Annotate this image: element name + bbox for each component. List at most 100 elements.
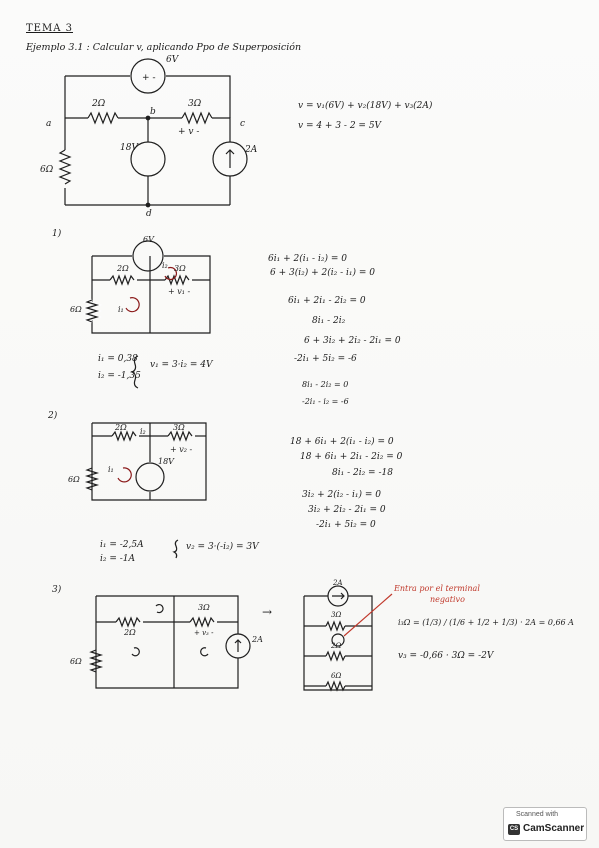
eq-line: 18 + 6i₁ + 2(i₁ - i₂) = 0 [290,437,394,447]
voltage-source-18v [130,141,166,177]
label-2a: 2A [245,145,258,155]
voltage-source-18v [135,462,165,492]
label-2ohm: 2Ω [115,423,127,432]
current-source-2a [212,141,248,177]
label-6v: 6V [143,235,154,244]
label-2a: 2A [333,579,343,587]
main-circuit: + - [58,58,248,208]
circuit-part-1 [81,240,211,334]
voltmeter-v3 [331,633,345,647]
resistor-6ohm [325,680,346,692]
annotation-arrow [343,593,393,637]
label-6ohm: 6Ω [331,672,342,680]
superposition-result: v = 4 + 3 - 2 = 5V [298,121,382,131]
result-i2: i₂ = -1A [100,554,136,564]
eq-line: 6i₁ + 2(i₁ - i₂) = 0 [268,254,347,264]
resistor-6ohm [84,467,100,491]
result-brace [172,539,179,559]
node-c: c [240,119,246,129]
resistor-3ohm [164,274,190,286]
label-i2: i₂ [140,427,146,436]
equivalence-arrow: → [262,605,273,619]
resistor-6ohm [84,299,100,323]
resistor-3ohm [325,620,346,632]
part-3-number: 3) [52,585,62,595]
note-negative: negativo [430,595,465,604]
resistor-6ohm [88,649,104,673]
superposition-equation: v = v₁(6V) + v₂(18V) + v₃(2A) [298,101,433,111]
camscanner-logo-icon: CS [508,824,520,835]
label-3ohm: 3Ω [174,264,186,273]
svg-text:+ -: + - [142,73,156,83]
mesh-loop-2 [164,266,178,281]
label-3ohm: 3Ω [331,611,342,619]
label-6v: 6V [166,55,179,65]
label-i1: i₁ [118,305,124,314]
eq-line: 18 + 6i₁ + 2i₁ - 2i₂ = 0 [300,452,403,462]
label-6ohm: 6Ω [70,657,82,666]
circuit-part-2 [84,422,207,501]
badge-brand: CamScanner [523,823,585,834]
node-d: d [146,209,152,219]
eq-line: 6i₁ + 2i₁ - 2i₂ = 0 [288,296,366,306]
label-2ohm: 2Ω [117,264,129,273]
label-6ohm: 6Ω [70,305,82,314]
resistor-2ohm [109,274,135,286]
label-i2: i₂ [162,261,168,270]
result-v3: v₃ = -0,66 · 3Ω = -2V [398,651,494,661]
result-v1: v₁ = 3·i₂ = 4V [150,360,213,370]
part-2-number: 2) [48,411,58,421]
label-i1: i₁ [108,465,114,474]
eq-line: 3i₂ + 2(i₂ - i₁) = 0 [302,490,381,500]
label-3ohm: 3Ω [198,603,210,612]
eq-line: -2i₁ + 5i₂ = 0 [316,520,376,530]
current-divider-equation: i₃Ω = (1/3) / (1/6 + 1/2 + 1/3) · 2A = 0… [398,618,574,627]
result-brace [130,355,139,389]
voltage-source-6v [132,240,164,272]
circuit-part-3-left [88,595,251,689]
part-1-number: 1) [52,229,62,239]
eq-line: -2i₁ - i₂ = -6 [302,397,349,406]
resistor-2ohm [87,111,119,125]
node-a: a [46,119,52,129]
page-title: TEMA 3 [26,23,73,34]
eq-line: 6 + 3i₂ + 2i₂ - 2i₁ = 0 [304,336,401,346]
result-i1: i₁ = 0,38 [98,354,138,364]
resistor-2ohm [325,650,346,662]
eq-line: 8i₁ - 2i₂ = -18 [332,468,393,478]
eq-line: 8i₁ - 2i₂ = 0 [302,380,349,389]
voltage-source-6v [130,58,166,94]
example-statement: Ejemplo 3.1 : Calcular v, aplicando Ppo … [26,42,302,53]
label-18v: 18V [158,457,174,466]
circuit-part-3-right [303,585,393,692]
label-v: + v - [178,127,200,137]
note-terminal: Entra por el terminal [394,584,480,593]
resistor-3ohm [181,111,213,125]
label-v3: + v₃ - [194,629,214,637]
mesh-loop-1 [125,297,140,313]
label-3ohm: 3Ω [173,423,185,432]
label-2ohm: 2Ω [124,628,136,637]
label-v1: + v₁ - [168,287,191,296]
node-b: b [150,107,156,117]
label-6ohm: 6Ω [40,165,54,175]
resistor-3ohm [167,430,193,442]
eq-line: 8i₁ - 2i₂ [312,316,346,326]
resistor-6ohm [58,149,72,185]
resistor-3ohm [189,616,215,628]
label-18v: 18V [120,143,138,153]
mesh-loop-1 [117,467,132,483]
label-2a: 2A [252,635,263,644]
resistor-2ohm [111,430,137,442]
result-v2: v₂ = 3·(-i₂) = 3V [186,542,259,552]
label-6ohm: 6Ω [68,475,80,484]
result-i1: i₁ = -2,5A [100,540,144,550]
eq-line: 6 + 3(i₂) + 2(i₂ - i₁) = 0 [270,268,375,278]
badge-caption: Scanned with [516,811,559,818]
label-3ohm: 3Ω [188,99,202,109]
label-v2: + v₂ - [170,445,193,454]
label-2ohm: 2Ω [331,642,342,650]
camscanner-badge: Scanned with CS CamScanner [503,807,587,841]
